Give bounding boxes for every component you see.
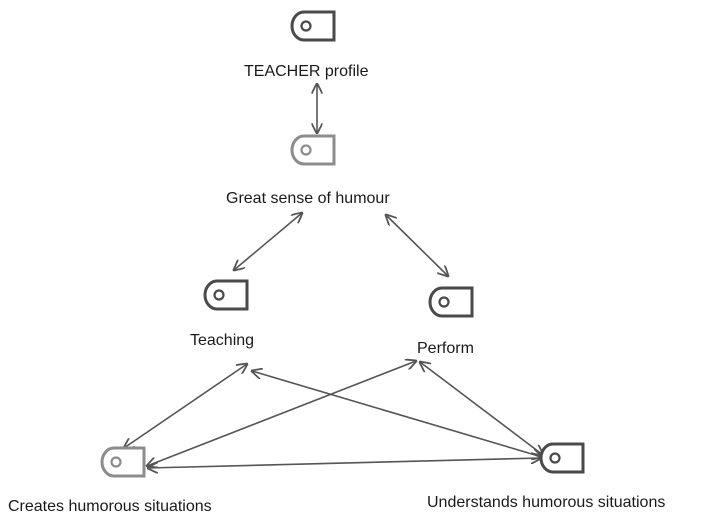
node-label-creates: Creates humorous situations [8, 498, 212, 515]
edge-teaching-understands [252, 371, 542, 457]
edge-perform-understands [420, 362, 543, 455]
icons-layer [100, 10, 585, 478]
code-node-understands-icon [539, 442, 585, 474]
code-node-teacher-icon [290, 10, 336, 42]
node-label-humour: Great sense of humour [226, 190, 390, 207]
node-label-teacher: TEACHER profile [244, 63, 369, 80]
code-node-perform-icon [428, 286, 474, 318]
edge-perform-creates [147, 361, 416, 466]
node-label-understands: Understands humorous situations [427, 494, 666, 511]
node-label-teaching: Teaching [190, 332, 255, 349]
edge-humour-perform [386, 215, 448, 276]
edge-teaching-creates [124, 364, 247, 448]
code-node-creates-icon [100, 446, 146, 478]
edge-creates-understands [148, 458, 541, 468]
code-node-teaching-icon [203, 279, 249, 311]
edges-layer [124, 84, 543, 468]
edge-humour-teaching [234, 213, 302, 270]
code-node-humour-icon [290, 134, 336, 166]
node-label-perform: Perform [417, 340, 474, 357]
